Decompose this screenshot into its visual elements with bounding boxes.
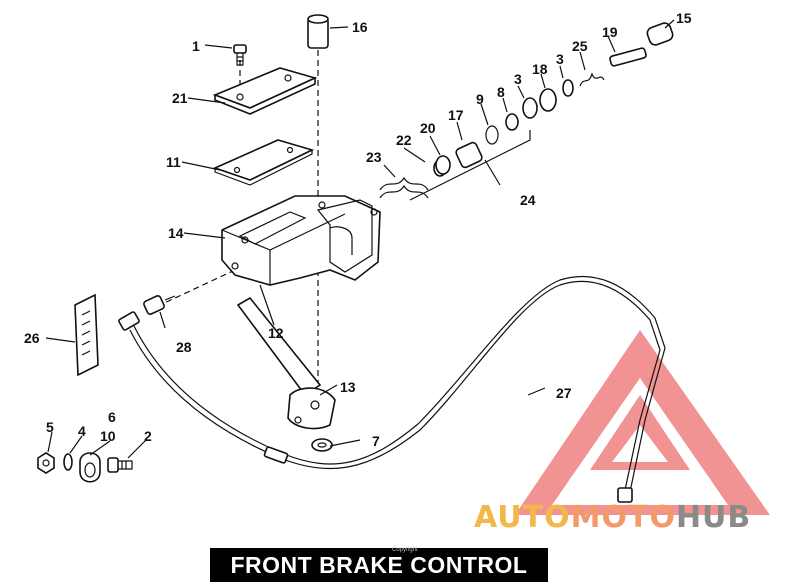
watermark-logo bbox=[515, 330, 770, 515]
callout-23: 23 bbox=[366, 149, 382, 165]
watermark-hub: HUB bbox=[675, 500, 752, 535]
callout-5: 5 bbox=[46, 419, 54, 435]
part-label-26 bbox=[74, 293, 99, 377]
callout-26: 26 bbox=[24, 330, 40, 346]
part-gasket-11 bbox=[212, 139, 315, 186]
title-bar: FRONT BRAKE CONTROL bbox=[210, 548, 548, 582]
callout-1: 1 bbox=[192, 38, 200, 54]
callout-21: 21 bbox=[172, 90, 188, 106]
part-screw-2 bbox=[107, 457, 133, 473]
callout-16: 16 bbox=[352, 19, 368, 35]
watermark-text: AUTOMOTOHUB bbox=[474, 500, 751, 535]
callout-25: 25 bbox=[572, 38, 588, 54]
callout-6: 6 bbox=[108, 409, 116, 425]
callout-18: 18 bbox=[532, 61, 548, 77]
piston-assembly bbox=[379, 22, 674, 201]
callout-22: 22 bbox=[396, 132, 412, 148]
leader-lines bbox=[45, 19, 675, 459]
callout-27: 27 bbox=[556, 385, 572, 401]
copyright-text: Copyright bbox=[392, 547, 418, 553]
part-bracket-10 bbox=[79, 452, 101, 483]
callout-4: 4 bbox=[78, 423, 86, 439]
callout-3a: 3 bbox=[514, 71, 522, 87]
callout-20: 20 bbox=[420, 120, 436, 136]
callout-24: 24 bbox=[520, 192, 536, 208]
callout-11: 11 bbox=[166, 154, 181, 170]
callout-2: 2 bbox=[144, 428, 152, 444]
watermark-moto: MOTO bbox=[570, 500, 676, 535]
callout-14: 14 bbox=[168, 225, 184, 241]
page-title: FRONT BRAKE CONTROL bbox=[230, 551, 528, 578]
callout-12: 12 bbox=[268, 325, 284, 341]
callout-15: 15 bbox=[676, 10, 692, 26]
part-screw-1 bbox=[233, 44, 247, 66]
part-cover-21 bbox=[212, 67, 318, 115]
callout-7: 7 bbox=[372, 433, 380, 449]
part-washer-7 bbox=[311, 438, 333, 452]
callout-3b: 3 bbox=[556, 51, 564, 67]
callout-17: 17 bbox=[448, 107, 464, 123]
callout-13: 13 bbox=[340, 379, 356, 395]
callout-28: 28 bbox=[176, 339, 192, 355]
callout-9: 9 bbox=[476, 91, 484, 107]
brake-line-27 bbox=[118, 276, 666, 503]
part-washer-4 bbox=[63, 453, 73, 471]
callout-8: 8 bbox=[497, 84, 505, 100]
part-fitting-28 bbox=[143, 295, 176, 315]
part-master-cylinder-14 bbox=[221, 195, 381, 286]
part-lever-12 bbox=[236, 296, 336, 430]
callout-10: 10 bbox=[100, 428, 116, 444]
part-pin-16 bbox=[307, 14, 329, 49]
callout-numbers: 1 16 21 11 14 26 12 13 7 28 27 23 22 20 … bbox=[24, 10, 692, 449]
callout-19: 19 bbox=[602, 24, 618, 40]
watermark-auto: AUTO bbox=[474, 500, 571, 535]
part-nut-5 bbox=[37, 452, 55, 474]
